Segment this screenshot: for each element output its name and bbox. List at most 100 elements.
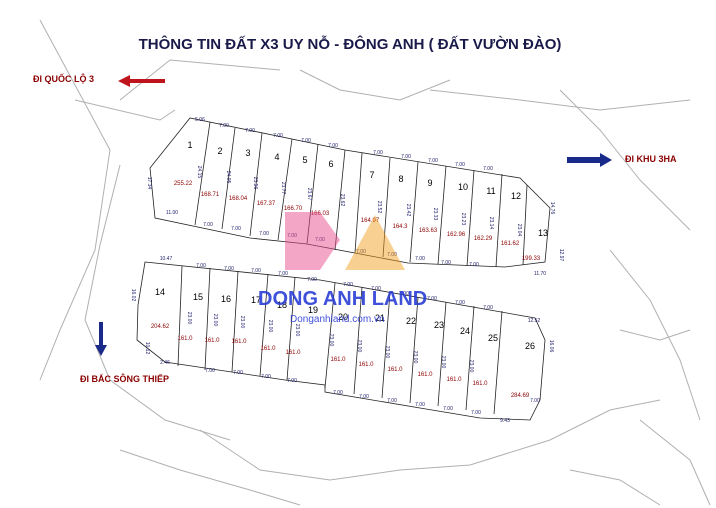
dimension-label: 7.00 xyxy=(333,390,343,396)
lot-divider xyxy=(334,149,346,251)
dimension-label: 11.00 xyxy=(166,210,178,216)
dimension-label: 7.00 xyxy=(469,262,479,268)
dimension-label: 23.96 xyxy=(252,177,258,190)
lot-area: 161.0 xyxy=(417,372,433,378)
lot-area: 161.0 xyxy=(387,367,403,373)
dimension-label: 7.00 xyxy=(307,277,317,283)
lot-area: 163.63 xyxy=(419,228,438,234)
lot-divider xyxy=(437,301,447,407)
lot-divider xyxy=(465,305,475,411)
dimension-label: 7.00 xyxy=(387,398,397,404)
dimension-label: 11.70 xyxy=(534,271,546,277)
logo-mark xyxy=(345,215,405,270)
lot-area: 164.97 xyxy=(361,218,380,224)
dimension-label: 7.00 xyxy=(441,260,451,266)
lot-number: 19 xyxy=(308,305,318,315)
dimension-label: 23.42 xyxy=(405,204,411,217)
dimension-label: 23.00 xyxy=(384,346,390,359)
lot-divider xyxy=(382,157,391,258)
lot-labels: 1255.222168.713168.044167.375166.706166.… xyxy=(151,140,548,399)
dimension-label: 23.00 xyxy=(328,334,334,347)
dimension-label: 23.00 xyxy=(356,340,362,353)
dimension-label: 7.00 xyxy=(287,233,297,239)
dimension-label: 23.00 xyxy=(239,316,245,329)
dimension-label: 7.00 xyxy=(328,143,338,149)
lot-area: 161.0 xyxy=(446,377,462,383)
dimension-label: 16.06 xyxy=(548,340,554,353)
dimension-label: 7.00 xyxy=(273,133,283,139)
dimension-label: 7.00 xyxy=(428,158,438,164)
lot-area: 161.0 xyxy=(231,339,247,345)
dimension-label: 7.00 xyxy=(287,378,297,384)
dimension-label: 23.77 xyxy=(280,182,286,195)
dimension-label: 7.00 xyxy=(415,402,425,408)
lot-divider xyxy=(522,184,528,266)
watermark: DONG ANH LAND Donganhland.com.vn xyxy=(258,212,427,325)
dimension-label: 14.76 xyxy=(549,202,555,215)
lot-divider xyxy=(495,173,503,268)
lot-number: 5 xyxy=(302,155,307,165)
lot-number: 6 xyxy=(328,159,333,169)
dimension-label: 23.62 xyxy=(339,194,345,207)
lot-number: 20 xyxy=(338,312,348,322)
dimension-label: 7.00 xyxy=(203,222,213,228)
lot-area: 166.03 xyxy=(311,211,330,217)
lot-number: 15 xyxy=(193,292,203,302)
direction-label-ql3: ĐI QUỐC LỘ 3 xyxy=(33,73,94,84)
dimension-label: 7.00 xyxy=(205,368,215,374)
dimension-label: 23.00 xyxy=(468,360,474,373)
dimension-label: 7.00 xyxy=(196,263,206,269)
dimension-label: 7.00 xyxy=(373,150,383,156)
dimension-label: 7.00 xyxy=(261,374,271,380)
dimension-label: 7.00 xyxy=(455,162,465,168)
road-edge xyxy=(639,419,711,506)
direction-khu3ha: ĐI KHU 3HA xyxy=(567,153,677,167)
lot-area: 168.71 xyxy=(201,192,220,198)
arrow-left-icon xyxy=(118,75,165,87)
road-edge xyxy=(609,249,701,421)
lot-area: 284.69 xyxy=(511,393,530,399)
dimension-label: 7.00 xyxy=(219,123,229,129)
lot-area: 161.0 xyxy=(260,346,276,352)
dimension-label: 23.04 xyxy=(516,224,522,237)
road-edge xyxy=(199,399,661,481)
lot-number: 11 xyxy=(486,186,495,196)
road-outlines xyxy=(39,19,711,506)
lot-divider xyxy=(353,286,363,395)
road-edge xyxy=(84,164,231,441)
dimension-label: 7.00 xyxy=(483,305,493,311)
lot-divider xyxy=(277,138,293,241)
lot-divider xyxy=(409,161,419,263)
lot-area: 164.3 xyxy=(392,224,408,230)
lot-divider xyxy=(177,265,183,367)
dimension-label: 24.05 xyxy=(225,171,231,184)
lot-number: 12 xyxy=(511,191,521,201)
dimension-label: 7.00 xyxy=(483,166,493,172)
lot-divider xyxy=(324,282,336,389)
lot-divider xyxy=(204,267,211,371)
dimension-label: 23.00 xyxy=(412,351,418,364)
dimension-label: 23.00 xyxy=(440,356,446,369)
lot-number: 9 xyxy=(427,178,432,188)
dimension-label: 7.00 xyxy=(356,249,366,255)
lot-divider xyxy=(259,273,269,377)
lot-number: 17 xyxy=(251,295,261,305)
dimension-label: 7.00 xyxy=(530,398,540,404)
dimension-label: 5.06 xyxy=(195,117,205,123)
lot-area: 255.22 xyxy=(174,181,193,187)
lot-divider xyxy=(437,165,447,265)
road-edge xyxy=(559,89,691,231)
lot-number: 7 xyxy=(369,170,374,180)
lot-divider xyxy=(354,152,363,254)
dimension-label: 7.00 xyxy=(245,128,255,134)
dimension-label: 7.00 xyxy=(278,271,288,277)
direction-bac-song-thiep: ĐI BẮC SÔNG THIẾP xyxy=(80,322,169,384)
logo-mark xyxy=(285,212,340,270)
road-edge xyxy=(299,69,451,101)
lot-number: 23 xyxy=(434,320,444,330)
lot-number: 25 xyxy=(488,333,498,343)
lot-divider xyxy=(306,143,319,245)
arrow-right-icon xyxy=(567,153,612,167)
dimension-label: 7.00 xyxy=(387,252,397,258)
dimension-label: 7.00 xyxy=(259,231,269,237)
